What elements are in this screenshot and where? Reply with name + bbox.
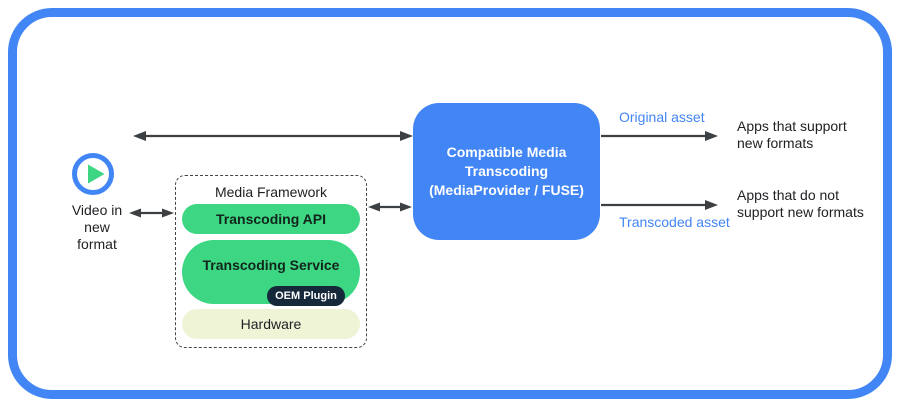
apps-support-label: Apps that support new formats xyxy=(737,118,847,151)
apps-no-support-label: Apps that do not support new formats xyxy=(737,187,864,220)
layer-pill-transcoding-api: Transcoding API xyxy=(182,204,360,234)
compatible-media-transcoding-box: Compatible Media Transcoding (MediaProvi… xyxy=(413,103,600,240)
original-asset-label: Original asset xyxy=(619,109,705,125)
play-icon xyxy=(71,152,115,196)
outer-border xyxy=(8,8,892,399)
layer-pill-hardware: Hardware xyxy=(182,309,360,339)
transcoded-asset-label: Transcoded asset xyxy=(619,214,730,230)
media-framework-box: Media Framework Transcoding API Transcod… xyxy=(175,175,367,348)
media-framework-title: Media Framework xyxy=(214,184,328,200)
video-source-label: Video in new format xyxy=(71,202,123,252)
oem-plugin-badge: OEM Plugin xyxy=(267,286,345,306)
